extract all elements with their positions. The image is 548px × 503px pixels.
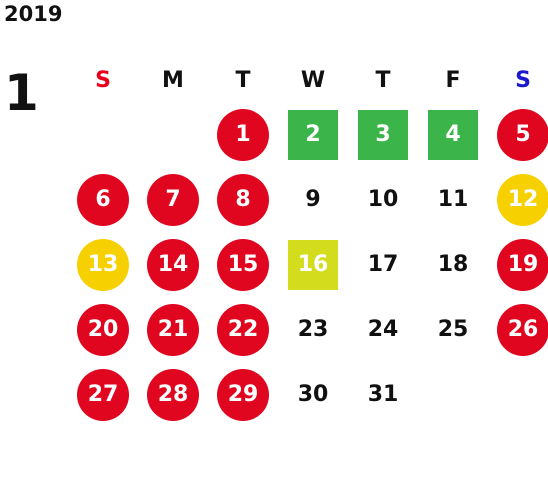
day-cell: 23 — [278, 297, 348, 362]
day-7: 7 — [147, 173, 199, 226]
day-11: 11 — [437, 187, 469, 212]
day-14: 14 — [147, 238, 199, 291]
day-cell: 30 — [278, 362, 348, 427]
day-4: 4 — [428, 109, 478, 160]
day-13: 13 — [77, 238, 129, 291]
day-31: 31 — [367, 382, 399, 407]
day-cell: 19 — [488, 232, 548, 297]
day-10: 10 — [367, 187, 399, 212]
weekday-sunday: S — [95, 68, 111, 93]
day-3: 3 — [358, 109, 408, 160]
day-22: 22 — [217, 303, 269, 356]
day-cell: 22 — [208, 297, 278, 362]
day-cell: 18 — [418, 232, 488, 297]
day-cell: 5 — [488, 102, 548, 167]
day-2: 2 — [288, 109, 338, 160]
day-cell: 10 — [348, 167, 418, 232]
day-23: 23 — [297, 317, 329, 342]
day-5: 5 — [497, 108, 548, 161]
day-8: 8 — [217, 173, 269, 226]
weekday-wednesday: W — [300, 68, 326, 93]
day-9: 9 — [305, 187, 321, 212]
day-28: 28 — [147, 368, 199, 421]
day-24: 24 — [367, 317, 399, 342]
day-cell: 16 — [278, 232, 348, 297]
day-cell: 15 — [208, 232, 278, 297]
day-16: 16 — [288, 239, 338, 290]
day-30: 30 — [297, 382, 329, 407]
weekday-friday: F — [445, 68, 461, 93]
day-cell: 7 — [138, 167, 208, 232]
day-cell: 4 — [418, 102, 488, 167]
day-26: 26 — [497, 303, 548, 356]
day-cell: 1 — [208, 102, 278, 167]
day-6: 6 — [77, 173, 129, 226]
day-20: 20 — [77, 303, 129, 356]
day-cell: 6 — [68, 167, 138, 232]
day-cell: 14 — [138, 232, 208, 297]
day-15: 15 — [217, 238, 269, 291]
day-cell — [138, 102, 208, 167]
day-cell: 8 — [208, 167, 278, 232]
day-18: 18 — [437, 252, 469, 277]
day-cell: 20 — [68, 297, 138, 362]
day-12: 12 — [497, 173, 548, 226]
day-19: 19 — [497, 238, 548, 291]
day-cell: 13 — [68, 232, 138, 297]
day-cell: 25 — [418, 297, 488, 362]
day-cell: 31 — [348, 362, 418, 427]
day-cell: 27 — [68, 362, 138, 427]
day-25: 25 — [437, 317, 469, 342]
day-29: 29 — [217, 368, 269, 421]
day-1: 1 — [217, 108, 269, 161]
weekday-header: S M T W T F S — [68, 60, 548, 102]
day-cell: 17 — [348, 232, 418, 297]
day-cell: 2 — [278, 102, 348, 167]
weekday-thursday: T — [375, 68, 391, 93]
day-cell: 29 — [208, 362, 278, 427]
day-cell — [68, 102, 138, 167]
day-cell: 26 — [488, 297, 548, 362]
weekday-tuesday: T — [235, 68, 251, 93]
day-17: 17 — [367, 252, 399, 277]
day-cell: 21 — [138, 297, 208, 362]
year-label: 2019 — [4, 2, 63, 26]
day-cell: 28 — [138, 362, 208, 427]
day-cell: 3 — [348, 102, 418, 167]
day-cell: 11 — [418, 167, 488, 232]
day-cell: 12 — [488, 167, 548, 232]
day-27: 27 — [77, 368, 129, 421]
day-cell: 9 — [278, 167, 348, 232]
day-21: 21 — [147, 303, 199, 356]
weekday-saturday: S — [515, 68, 531, 93]
weekday-monday: M — [162, 68, 184, 93]
month-number: 1 — [4, 64, 39, 122]
day-cell: 24 — [348, 297, 418, 362]
